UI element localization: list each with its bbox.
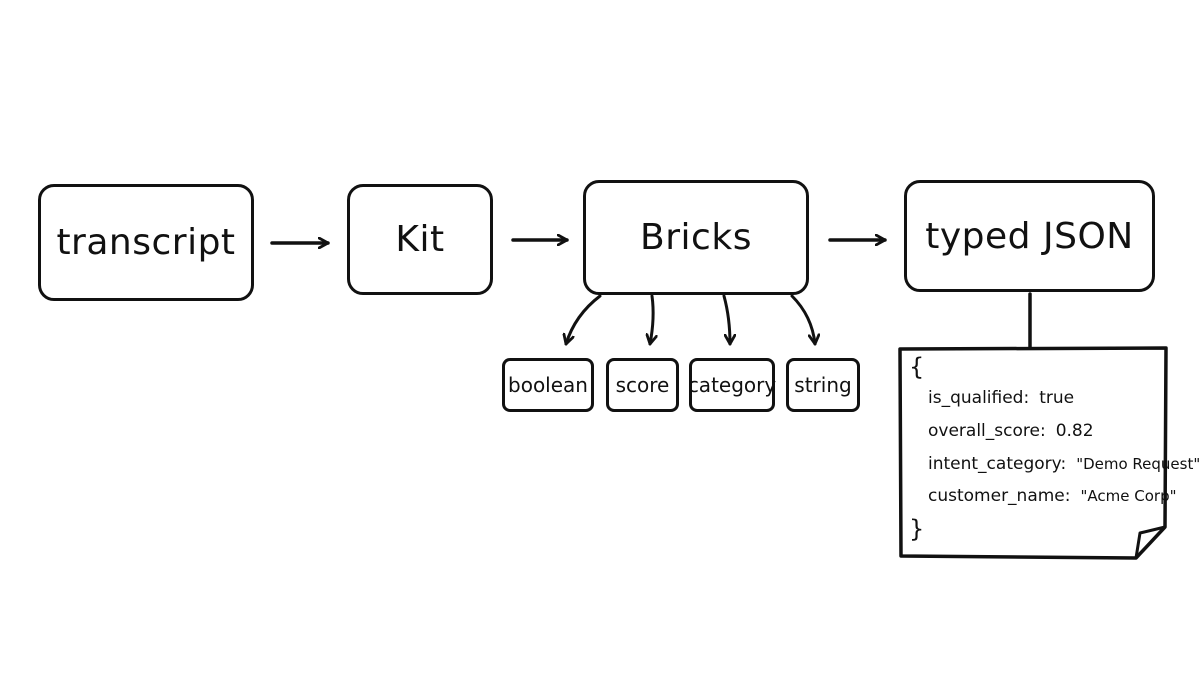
json-field-key: intent_category:	[928, 454, 1067, 474]
brick-type-arrows	[566, 294, 815, 346]
json-field-value: true	[1039, 388, 1075, 408]
node-transcript-label: transcript	[56, 222, 236, 263]
node-bricks-label: Bricks	[640, 217, 752, 258]
json-note-folded-corner	[1134, 525, 1166, 559]
brick-type-category: category	[687, 358, 777, 412]
brick-type-score: score	[606, 358, 679, 412]
arrow-bricks-to-score	[650, 294, 653, 346]
brick-type-label: category	[687, 373, 777, 397]
node-kit: Kit	[347, 184, 493, 295]
brick-type-label: string	[794, 373, 852, 397]
brick-type-label: score	[615, 373, 670, 397]
json-close-brace: }	[909, 515, 925, 543]
json-note-outline	[898, 346, 1168, 560]
node-transcript: transcript	[38, 184, 254, 301]
json-field-row: customer_name: "Acme Corp"	[928, 486, 1177, 506]
arrow-bricks-to-string	[790, 294, 815, 346]
json-field-value: "Demo Request"	[1076, 455, 1200, 473]
node-bricks: Bricks	[583, 180, 809, 295]
json-field-key: overall_score:	[928, 421, 1046, 441]
json-output-note: { is_qualified: true overall_score: 0.82 i…	[898, 347, 1200, 558]
json-field-row: overall_score: 0.82	[928, 421, 1094, 441]
node-typed-json-label: typed JSON	[925, 215, 1134, 257]
json-field-key: customer_name:	[928, 486, 1071, 506]
json-field-value: 0.82	[1055, 421, 1094, 441]
json-field-row: intent_category: "Demo Request"	[928, 454, 1200, 474]
flow-arrows	[270, 240, 887, 243]
brick-type-label: boolean	[508, 373, 588, 397]
json-field-key: is_qualified:	[928, 388, 1030, 408]
json-open-brace: {	[909, 353, 925, 381]
node-typed-json: typed JSON	[904, 180, 1155, 292]
arrow-bricks-to-boolean	[566, 294, 602, 346]
node-kit-label: Kit	[395, 219, 445, 260]
brick-type-string: string	[786, 358, 860, 412]
json-field-row: is_qualified: true	[928, 388, 1074, 408]
arrow-bricks-to-category	[722, 294, 730, 346]
json-field-value: "Acme Corp"	[1080, 487, 1177, 505]
brick-type-boolean: boolean	[502, 358, 594, 412]
